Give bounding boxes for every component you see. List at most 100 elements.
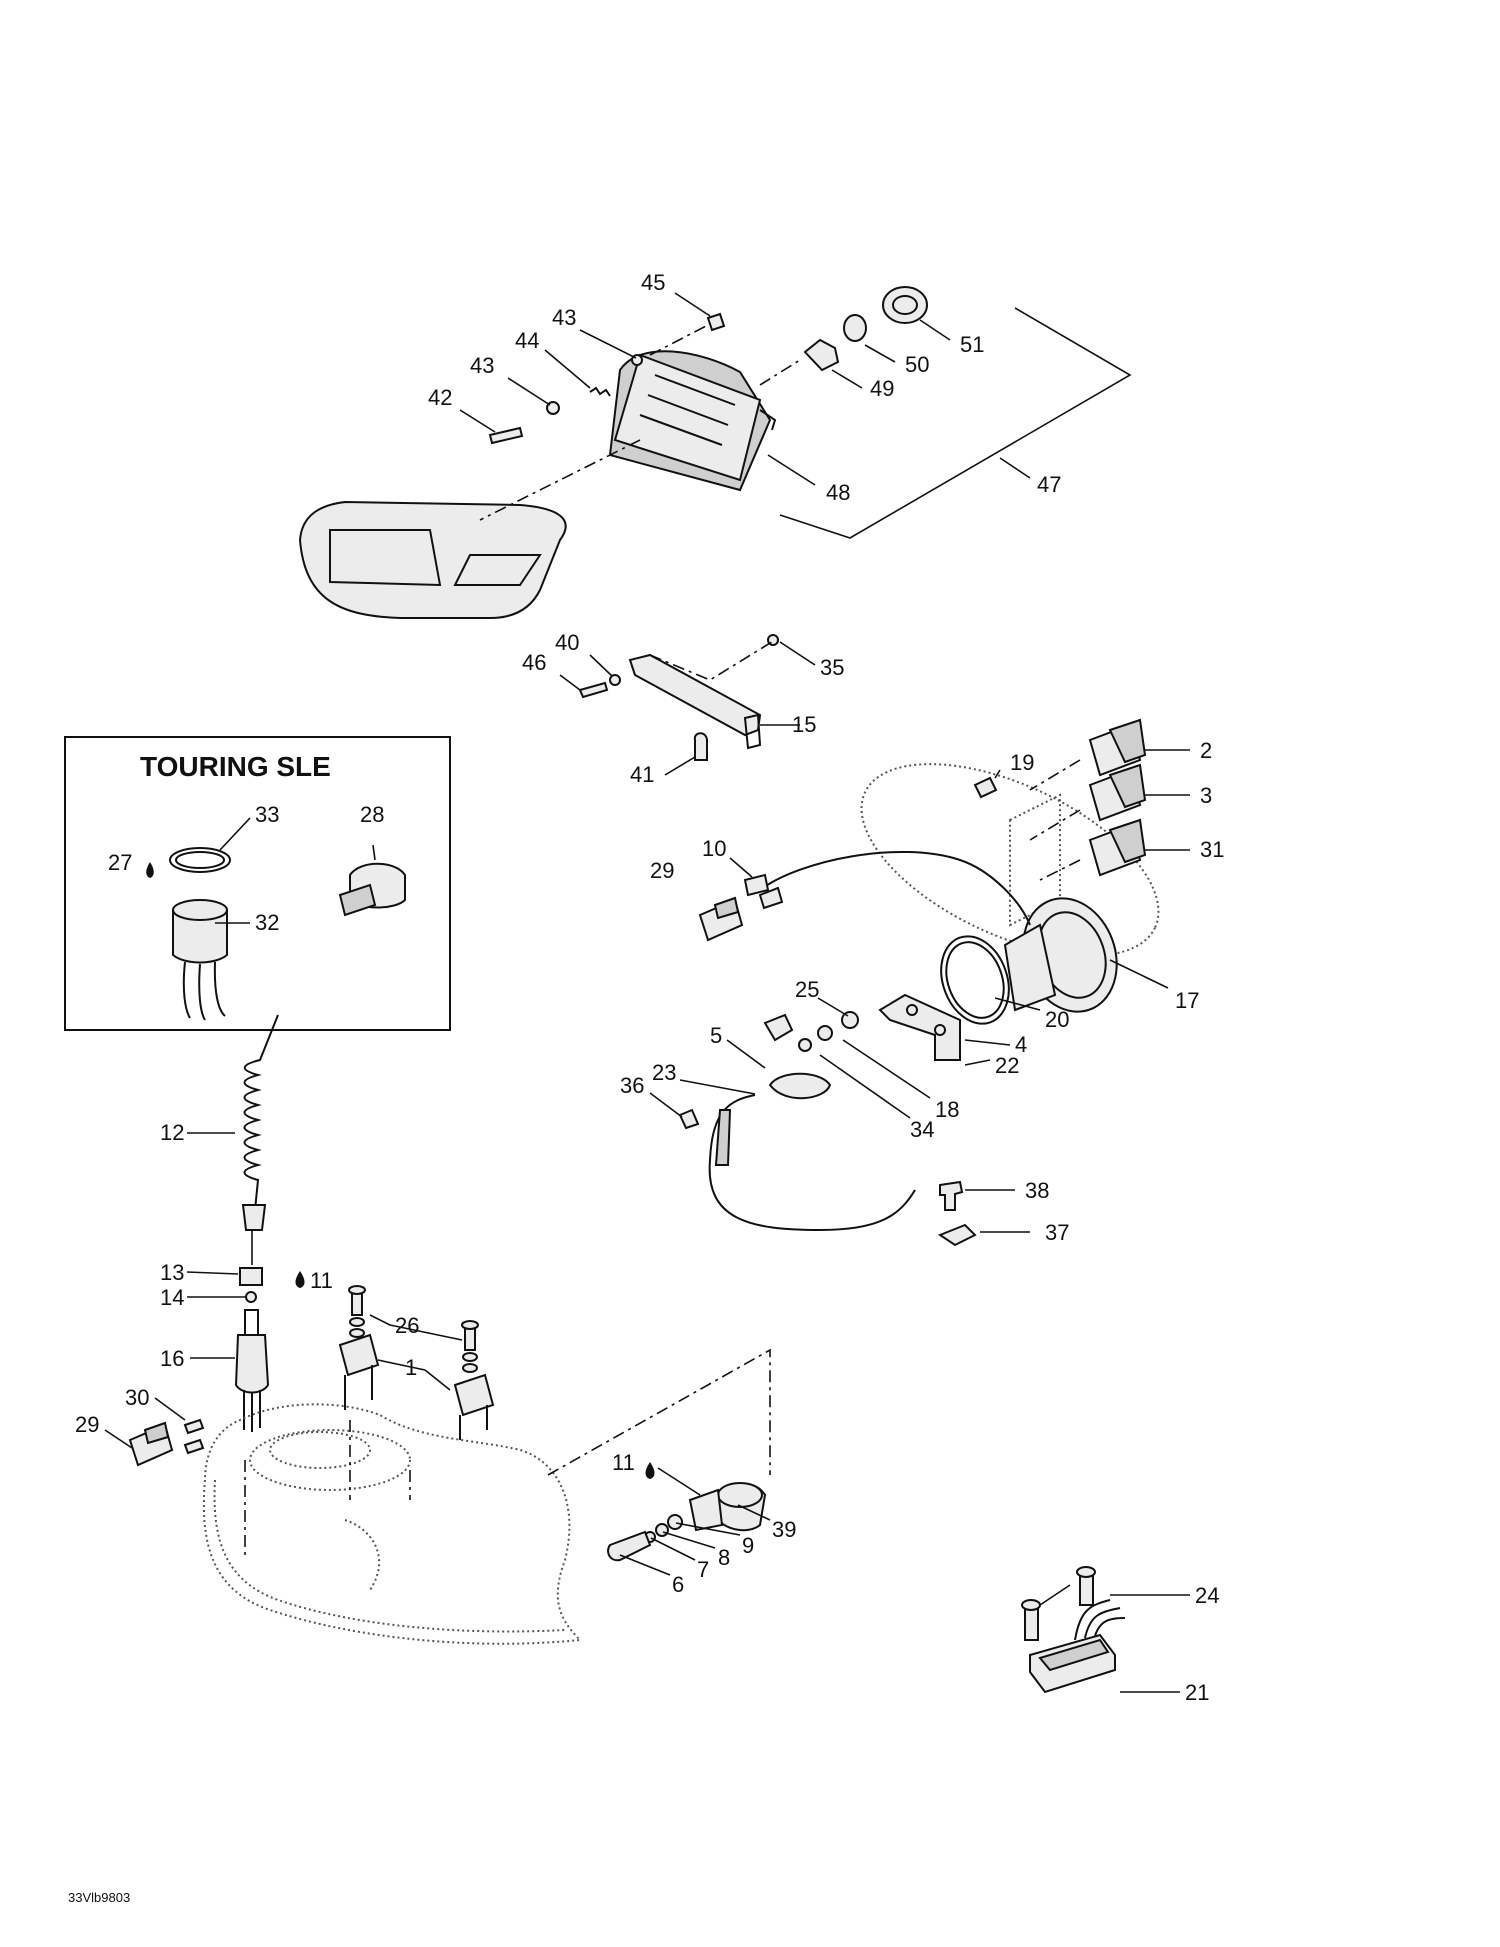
callout-17: 17 [1175,988,1199,1013]
retainer-50 [843,314,867,342]
bulb-19 [973,776,998,799]
sensor-plate [768,1072,832,1100]
assembly-bracket-47 [779,307,1132,539]
callout-11-upper: 11 [310,1268,333,1293]
harness-10 [759,850,1031,926]
callout-36: 36 [620,1073,644,1098]
washer-14 [245,1291,257,1303]
callout-39: 39 [772,1517,796,1542]
callout-34: 34 [910,1117,934,1142]
cap-51 [882,286,928,324]
callout-33: 33 [255,802,279,827]
bracket-22 [878,993,961,1061]
callout-46: 46 [522,650,546,675]
inset-frame [64,736,451,1031]
callout-11-lower: 11 [612,1450,635,1475]
callout-40: 40 [555,630,579,655]
cable-23 [708,1094,916,1232]
callout-37: 37 [1045,1220,1069,1245]
screw-42 [488,426,524,445]
washer-9 [667,1514,683,1530]
spring-44 [589,386,611,397]
callout-14: 14 [160,1285,184,1310]
callout-3: 3 [1200,783,1212,808]
callout-labels: 45 43 44 43 42 51 50 49 48 47 40 46 35 1… [75,270,1224,1705]
reference-code: 33Vlb9803 [68,1890,130,1905]
callout-21: 21 [1185,1680,1209,1705]
callout-32: 32 [255,910,279,935]
terminals-30 [183,1418,205,1455]
callout-2: 2 [1200,738,1212,763]
switch-2 [1088,718,1147,777]
callout-16: 16 [160,1346,184,1371]
callout-51: 51 [960,332,984,357]
callout-15: 15 [792,712,816,737]
screw-46 [578,681,609,699]
touring-sle-inset: TOURING SLE [64,736,451,1031]
callout-35: 35 [820,655,844,680]
nut-45 [706,312,726,332]
washer-34 [798,1038,812,1052]
callout-50: 50 [905,352,929,377]
callout-43-upper: 43 [552,305,576,330]
callout-4: 4 [1015,1032,1027,1057]
gasket-20 [940,935,1010,1025]
switch-31 [1088,818,1147,877]
callout-1: 1 [405,1355,417,1380]
nut-13 [239,1267,263,1286]
speedometer-group [698,850,1118,1025]
switch-3 [1088,763,1147,822]
tether-switch-group [128,1014,305,1467]
callout-25: 25 [795,977,819,1002]
callout-29-upper: 29 [650,858,674,883]
callout-27: 27 [108,850,132,875]
nut-18 [817,1025,833,1041]
headlight-group [298,286,1132,619]
callout-6: 6 [672,1572,684,1597]
inset-title: TOURING SLE [140,751,331,782]
callout-43-lower: 43 [470,353,494,378]
key-6 [607,1530,652,1562]
washer-40 [609,674,621,686]
callout-9: 9 [742,1533,754,1558]
oil-drop-27 [146,862,154,878]
callout-41: 41 [630,762,654,787]
ignition-group [607,1462,767,1562]
bulb-49 [803,338,840,372]
washer-25 [841,1011,859,1029]
callout-12: 12 [160,1120,184,1145]
clip-41 [693,732,708,761]
hood-outline [202,1348,771,1645]
clamp-37 [937,1223,977,1247]
callout-44: 44 [515,328,539,353]
gauge-32 [172,909,228,964]
connector-29a [698,896,744,942]
wing-nut-5 [763,1013,794,1042]
speedo-mount-group [678,993,977,1247]
bracket-15 [628,653,762,737]
callout-42: 42 [428,385,452,410]
mount-bracket-group [578,634,779,761]
switch-bracket-1a [338,1333,380,1377]
callout-18: 18 [935,1097,959,1122]
callout-28: 28 [360,802,384,827]
callout-20: 20 [1045,1007,1069,1032]
callout-49: 49 [870,376,894,401]
handlebar-switch-group [338,1285,495,1440]
ring-33 [169,847,231,873]
callout-38: 38 [1025,1178,1049,1203]
callout-29-lower: 29 [75,1412,99,1437]
switch-bracket-1b [453,1373,495,1417]
regulator-group [1021,1566,1126,1694]
callout-19: 19 [1010,750,1034,775]
connector-29b [128,1421,174,1467]
callout-7: 7 [697,1557,709,1582]
leader-lines [104,292,1190,1693]
callout-45: 45 [641,270,665,295]
callout-10: 10 [702,836,726,861]
oil-drop-11a [295,1271,305,1288]
callout-22: 22 [995,1053,1019,1078]
callout-13: 13 [160,1260,184,1285]
tether-cord-12 [243,1014,279,1211]
